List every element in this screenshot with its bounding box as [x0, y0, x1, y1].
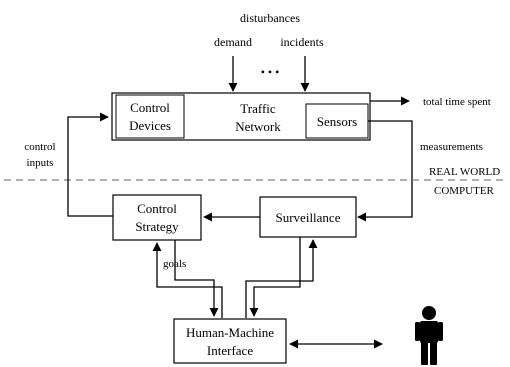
control-devices-label-line2: Devices: [129, 118, 171, 133]
demand-label: demand: [214, 35, 252, 49]
hmi-label-line1: Human-Machine: [186, 325, 274, 340]
hmi-box: [173, 318, 287, 364]
person-icon: [415, 306, 443, 365]
control-inputs-label-line2: inputs: [27, 157, 54, 169]
control-strategy-box: [112, 194, 202, 241]
ellipsis-label: • • •: [261, 65, 280, 79]
strategy-to-hmi-arrow: [174, 240, 219, 317]
computer-label: COMPUTER: [434, 185, 495, 197]
total-time-spent-label: total time spent: [423, 96, 491, 108]
measurements-arrow: [357, 120, 413, 222]
sensors-label: Sensors: [317, 114, 357, 129]
goals-arrow: [152, 242, 223, 318]
control-inputs-arrow: [67, 112, 113, 217]
disturbances-label: disturbances: [240, 11, 300, 25]
control-strategy-label-line1: Control: [137, 201, 177, 216]
incidents-label: incidents: [280, 35, 324, 49]
measurements-label: measurements: [420, 141, 483, 153]
control-devices-box: [115, 94, 185, 139]
traffic-network-label-line2: Network: [235, 119, 281, 134]
hmi-to-surveillance-arrow: [245, 239, 318, 318]
surveillance-box: [259, 196, 357, 238]
sensors-box: [305, 103, 369, 139]
control-inputs-label-line1: control: [24, 141, 55, 153]
surveillance-to-hmi-arrow: [249, 237, 301, 317]
traffic-network-label-line1: Traffic: [240, 101, 276, 116]
surveillance-label: Surveillance: [276, 210, 341, 225]
hmi-label-line2: Interface: [207, 343, 253, 358]
control-devices-label-line1: Control: [130, 100, 170, 115]
control-strategy-label-line2: Strategy: [135, 219, 179, 234]
real-world-label: REAL WORLD: [429, 166, 500, 178]
